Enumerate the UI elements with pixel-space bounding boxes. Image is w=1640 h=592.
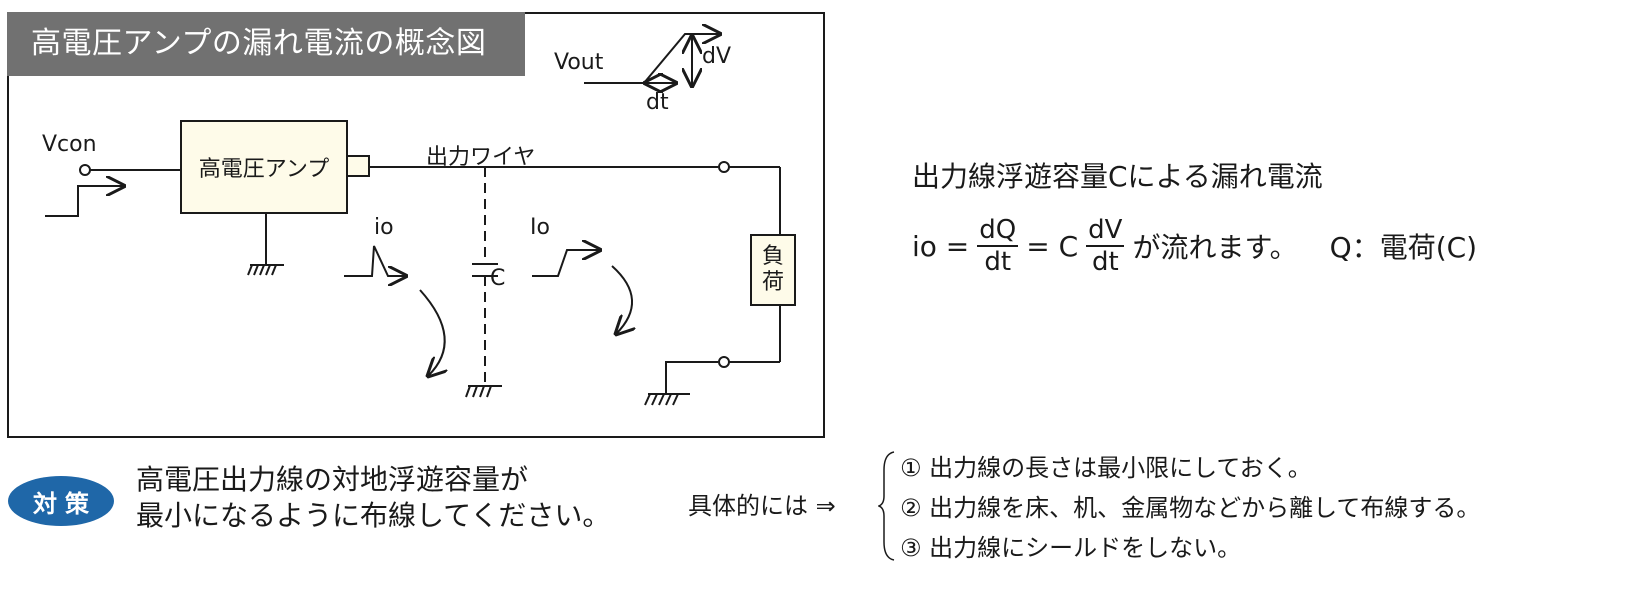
formula-eq2: = C: [1026, 229, 1079, 263]
capacitor-label: C: [490, 266, 506, 291]
vout-label: Vout: [554, 50, 604, 75]
dt-label: dt: [646, 90, 669, 115]
output-wire-label: 出力ワイヤ: [426, 145, 536, 170]
load-label-2: 荷: [761, 270, 784, 295]
fraction-dq-dt: dQ dt: [977, 215, 1019, 277]
formula-tail: が流れます。: [1132, 231, 1298, 264]
amp-ground-symbol: [247, 214, 284, 276]
amp-label: 高電圧アンプ: [198, 157, 330, 182]
vout-waveform: [584, 34, 720, 86]
step-2: ② 出力線を床、机、金属物などから離して布線する。: [900, 494, 1481, 522]
output-wire: [370, 161, 781, 406]
amp-output-port: [346, 155, 370, 177]
step-3: ③ 出力線にシールドをしない。: [900, 534, 1242, 562]
high-voltage-amp-block: 高電圧アンプ: [180, 120, 348, 214]
io-waveform: [344, 245, 445, 376]
fraction-dv-dt: dV dt: [1086, 215, 1125, 277]
countermeasure-badge: 対策: [8, 476, 114, 526]
vcon-label: Vcon: [42, 132, 97, 157]
brace-icon: [878, 451, 895, 561]
charge-note: Q：電荷(C): [1329, 231, 1478, 264]
load-label-1: 負: [761, 244, 784, 269]
countermeasure-text: 高電圧出力線の対地浮遊容量が 最小になるように布線してください。: [136, 463, 611, 532]
io-label: io: [374, 215, 394, 240]
leak-current-heading: 出力線浮遊容量Cによる漏れ電流: [912, 160, 1323, 193]
leak-current-formula: io = dQ dt = C dV dt が流れます。 Q：電荷(C): [912, 215, 1477, 277]
stray-capacitor: [465, 167, 502, 398]
vcon-input: [45, 164, 180, 217]
countermeasure-steps: ① 出力線の長さは最小限にしておく。 ② 出力線を床、机、金属物などから離して布…: [900, 448, 1480, 568]
specifically-label: 具体的には ⇒: [688, 492, 836, 520]
load-block: 負 荷: [750, 234, 796, 306]
diagram-title: 高電圧アンプの漏れ電流の概念図: [7, 12, 525, 76]
dv-label: dV: [702, 44, 732, 69]
formula-lhs: io =: [912, 229, 970, 263]
Io-label: Io: [530, 215, 550, 240]
Io-waveform: [532, 250, 632, 334]
step-1: ① 出力線の長さは最小限にしておく。: [900, 454, 1312, 482]
